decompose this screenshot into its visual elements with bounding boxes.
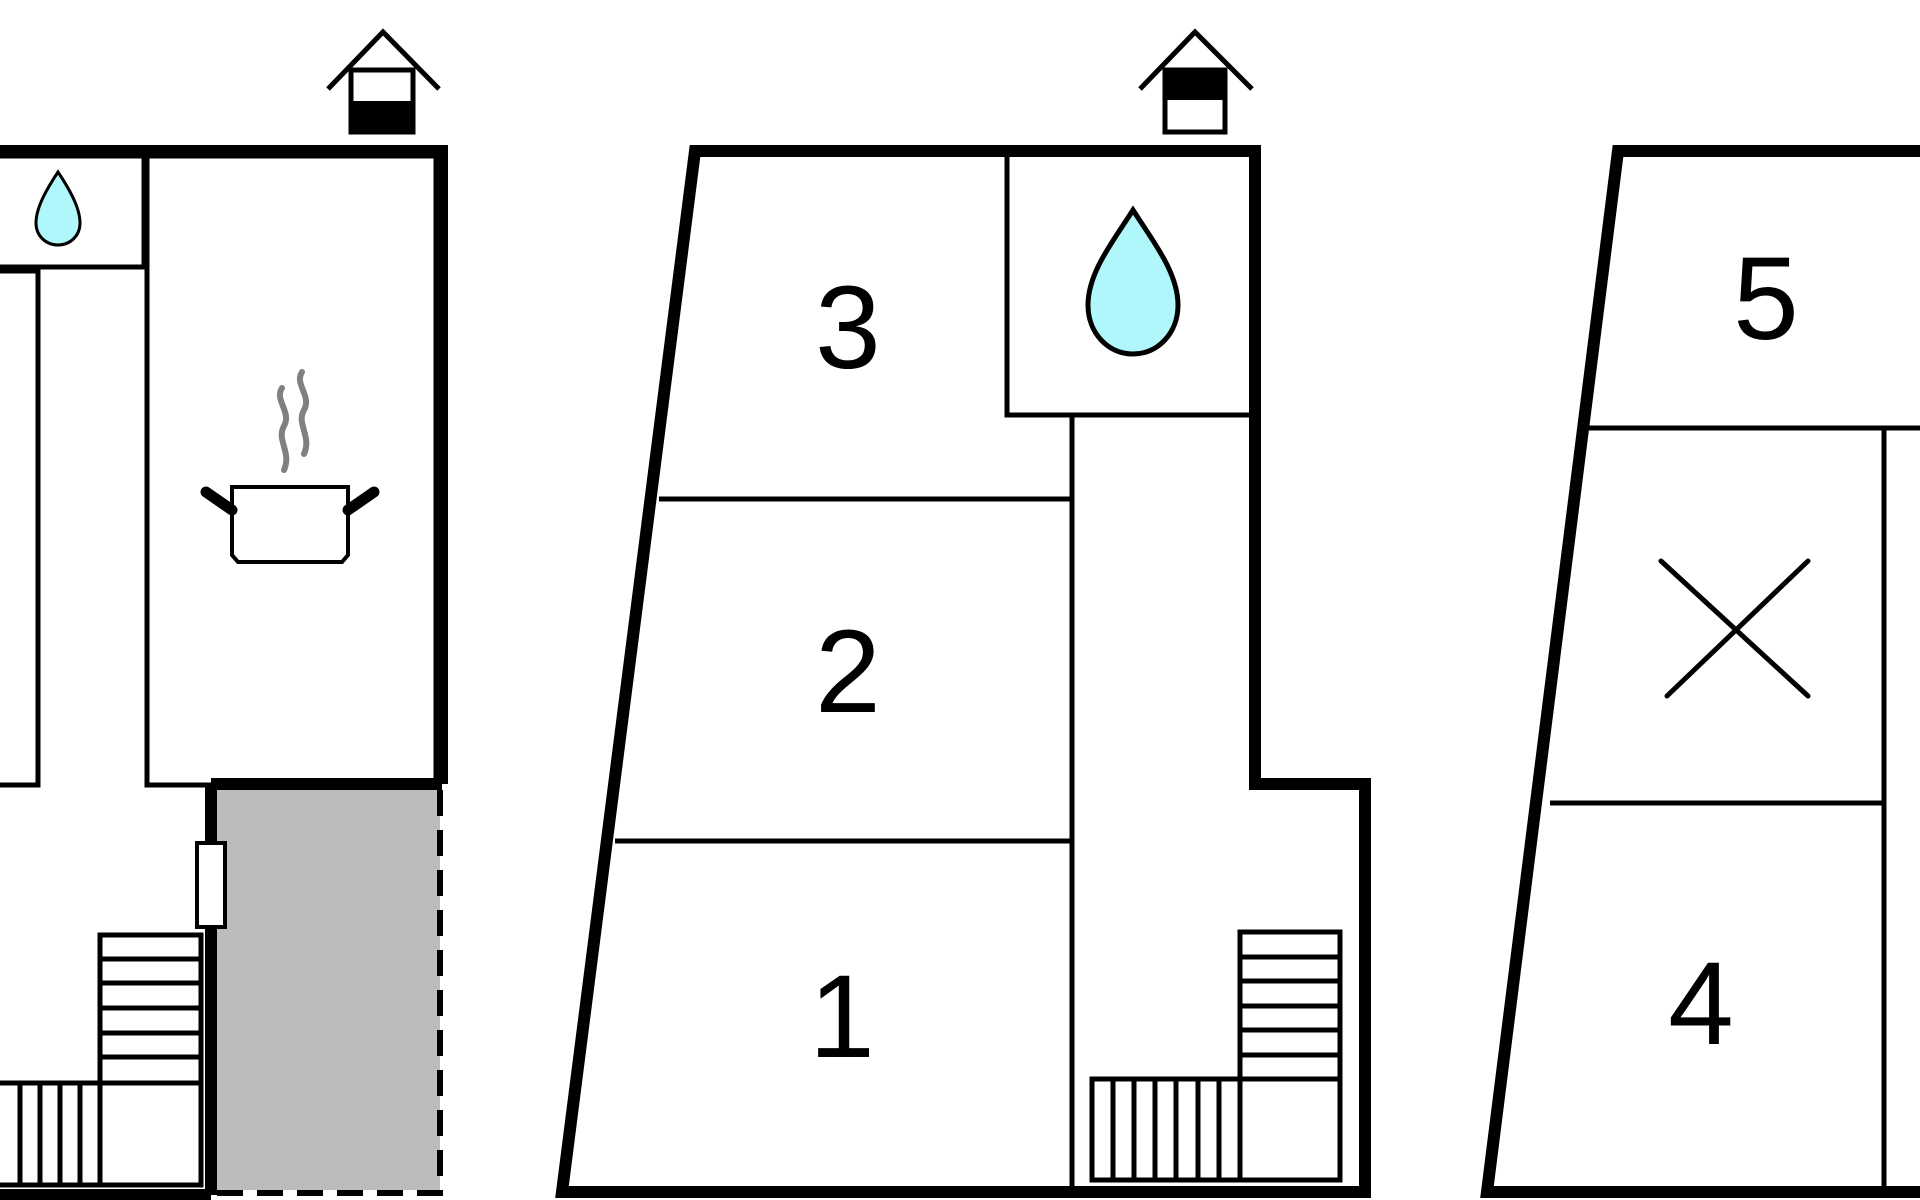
terrace-shaded-area [217,790,443,1196]
chimney-icon [326,28,441,135]
stairs-icon [0,932,204,1188]
room-label-2: 2 [815,606,881,738]
cooking-pot-icon [200,369,380,564]
water-drop-icon [1085,205,1181,357]
stairs-icon [1089,929,1343,1183]
floor-left [0,28,448,1200]
door-icon [195,841,227,929]
x-cross-icon [1658,558,1811,699]
floor-right: 5 4 [1480,145,1920,1198]
left-interior-walls [0,153,439,788]
right-interior-walls [1550,425,1920,1186]
room-label-3: 3 [815,262,881,394]
room-label-5: 5 [1733,233,1799,365]
water-drop-icon [34,169,82,247]
floor-middle: 3 2 1 [555,28,1371,1198]
room-label-1: 1 [809,951,875,1083]
middle-interior-walls [615,151,1250,1186]
chimney-icon [1138,28,1254,135]
room-label-4: 4 [1668,938,1734,1070]
